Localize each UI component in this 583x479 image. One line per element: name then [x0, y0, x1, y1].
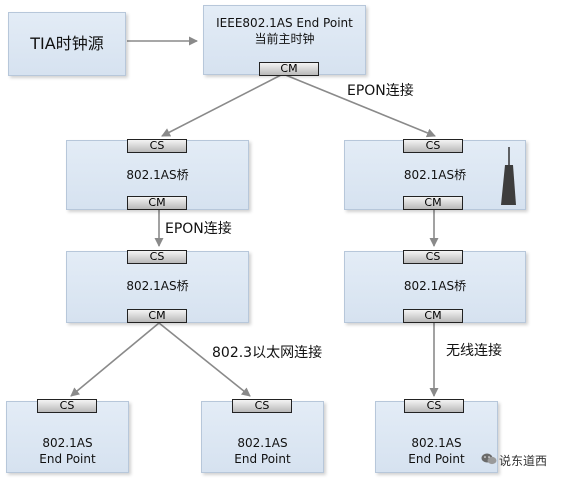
endpoint-1-line1: 802.1AS — [42, 436, 93, 450]
antenna-icon — [501, 147, 516, 205]
endpoint-3-cs-port: CS — [404, 399, 464, 413]
grandmaster-cm-port: CM — [259, 62, 319, 76]
right-bridge-1-cs-port: CS — [403, 139, 463, 153]
right-bridge-2-cm-port: CM — [403, 309, 463, 323]
right-bridge-1-label: 802.1AS桥 — [403, 168, 467, 182]
grandmaster-to-right-bridge-arrow — [282, 73, 436, 138]
watermark-text: 说东道西 — [499, 454, 548, 468]
left-bridge2-to-endpoint1-arrow — [70, 322, 160, 397]
left-bridge2-to-endpoint2-arrow — [158, 322, 251, 397]
endpoint-1-box: 802.1AS End Point — [6, 401, 129, 473]
left-bridge-2-label: 802.1AS桥 — [126, 279, 189, 293]
endpoint-1-line2: End Point — [39, 452, 96, 466]
endpoint-3-line1: 802.1AS — [411, 436, 462, 450]
endpoint-2-box: 802.1AS End Point — [201, 401, 324, 473]
tia-clock-source-box: TIA时钟源 — [8, 12, 126, 76]
right-bridge-1-cm-port: CM — [403, 196, 463, 210]
right-bridge-2-cs-port: CS — [403, 250, 463, 264]
endpoint-2-cs-port: CS — [232, 399, 292, 413]
wechat-icon — [481, 453, 497, 465]
left-bridge-1-cs-port: CS — [127, 139, 187, 153]
epon-link-label-top: EPON连接 — [347, 83, 414, 99]
endpoint-2-line1: 802.1AS — [237, 436, 288, 450]
grandmaster-to-left-bridge-arrow — [161, 73, 284, 137]
left-bridge-1-label: 802.1AS桥 — [126, 168, 189, 182]
endpoint-3-line2: End Point — [408, 452, 465, 466]
left-bridge-2-cm-port: CM — [127, 309, 187, 323]
grandmaster-subtitle: 当前主时钟 — [254, 32, 315, 46]
grandmaster-title: IEEE802.1AS End Point — [216, 16, 353, 30]
ethernet-link-label: 802.3以太网连接 — [212, 345, 323, 361]
left-bridge-1-cm-port: CM — [127, 196, 187, 210]
epon-link-label-left: EPON连接 — [165, 221, 232, 237]
right-bridge-2-label: 802.1AS桥 — [403, 279, 467, 293]
wireless-link-label: 无线连接 — [446, 343, 502, 359]
endpoint-1-cs-port: CS — [37, 399, 97, 413]
tia-clock-source-label: TIA时钟源 — [30, 34, 104, 53]
endpoint-2-line2: End Point — [234, 452, 291, 466]
endpoint-3-box: 802.1AS End Point — [375, 401, 498, 473]
left-bridge-2-cs-port: CS — [127, 250, 187, 264]
